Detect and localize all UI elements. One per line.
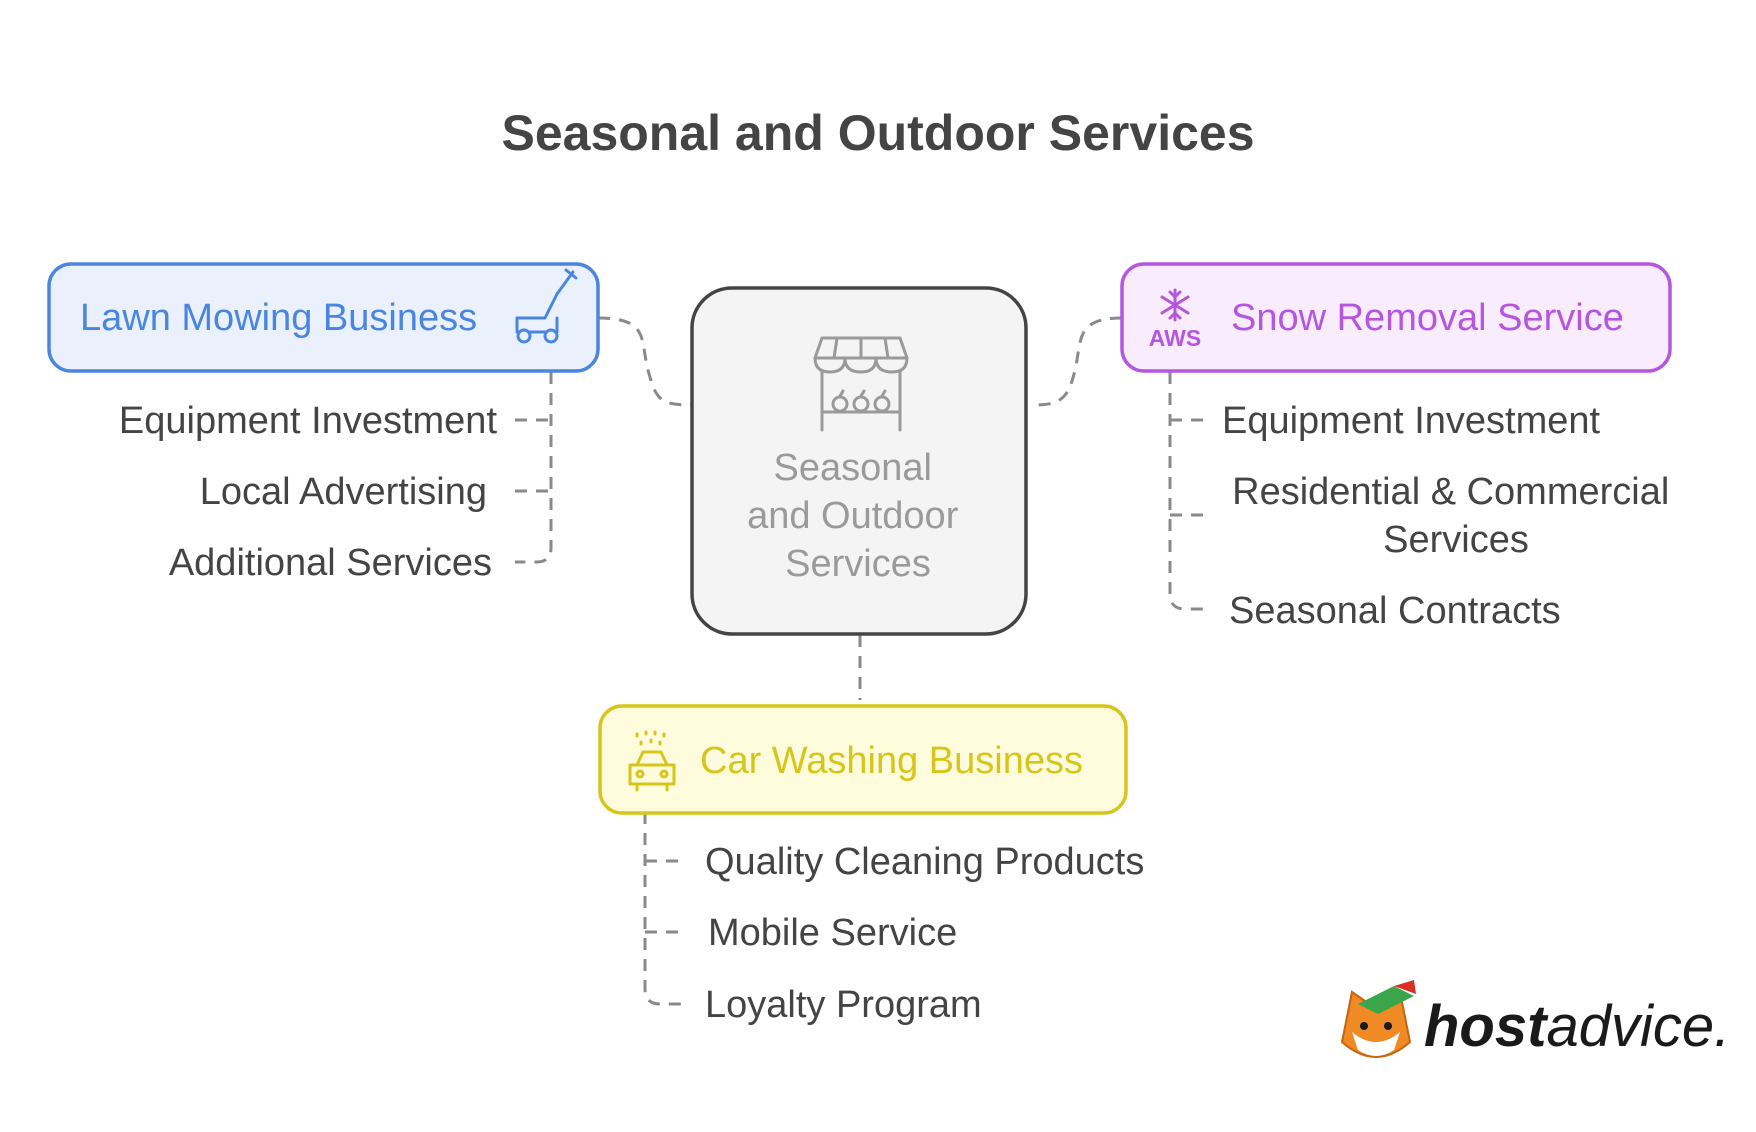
brand-logo: hostadvice.	[1340, 980, 1730, 1059]
snow-node-box	[1120, 262, 1672, 373]
car-item-3: Loyalty Program	[705, 984, 982, 1026]
lawn-mower-icon	[515, 268, 578, 344]
brand-text-advice: advice.	[1546, 994, 1730, 1059]
connector-center-snow	[1031, 316, 1123, 407]
snow-item-3: Seasonal Contracts	[1229, 590, 1561, 632]
lawn-node-label: Lawn Mowing Business	[80, 297, 477, 339]
svg-text:Seasonal and Outdoor: Seasonal and Outdoor Services	[747, 447, 969, 585]
center-label-line-1: Seasonal	[773, 447, 931, 489]
center-label-line-3: Services	[785, 543, 931, 585]
branch-lawn: Lawn Mowing Business Equipment Investmen…	[47, 262, 600, 584]
snow-item-2-line-2: Services	[1383, 519, 1529, 561]
car-node-label: Car Washing Business	[700, 740, 1083, 782]
connector-snow-stem	[1168, 372, 1206, 611]
car-item-2: Mobile Service	[708, 912, 957, 954]
snow-icon-text: AWS	[1149, 325, 1201, 351]
car-wash-icon	[628, 730, 676, 792]
lawn-item-2: Local Advertising	[200, 471, 487, 513]
market-stall-icon	[813, 336, 909, 432]
brand-text-host: host	[1424, 994, 1549, 1059]
branch-car: Car Washing Business Quality Cleaning Pr…	[598, 704, 1144, 1026]
snow-node-label: Snow Removal Service	[1231, 297, 1624, 339]
snowflake-icon	[1160, 288, 1190, 322]
snow-item-1: Equipment Investment	[1222, 400, 1601, 442]
diagram-title: Seasonal and Outdoor Services	[501, 105, 1254, 161]
connector-car-stem	[643, 812, 681, 1006]
center-node: Seasonal and Outdoor Services	[690, 286, 1028, 636]
snow-item-2-line-1: Residential & Commercial	[1232, 471, 1669, 513]
car-node-box	[598, 704, 1128, 815]
svg-text:Residential & Commercial: Residential & Commercial Services	[1232, 471, 1680, 561]
lawn-item-1: Equipment Investment	[119, 400, 498, 442]
lawn-item-3: Additional Services	[169, 542, 492, 584]
svg-text:hostadvice.: hostadvice.	[1424, 994, 1730, 1059]
connector-center-lawn	[597, 316, 693, 407]
fox-mascot-icon	[1340, 980, 1416, 1058]
branch-snow: AWS Snow Removal Service Equipment Inves…	[1120, 262, 1680, 632]
connector-lawn-stem	[515, 372, 553, 564]
lawn-node-box	[47, 262, 600, 373]
car-item-1: Quality Cleaning Products	[705, 841, 1144, 883]
connectors	[515, 316, 1206, 1006]
center-label-line-2: and Outdoor	[747, 495, 959, 537]
